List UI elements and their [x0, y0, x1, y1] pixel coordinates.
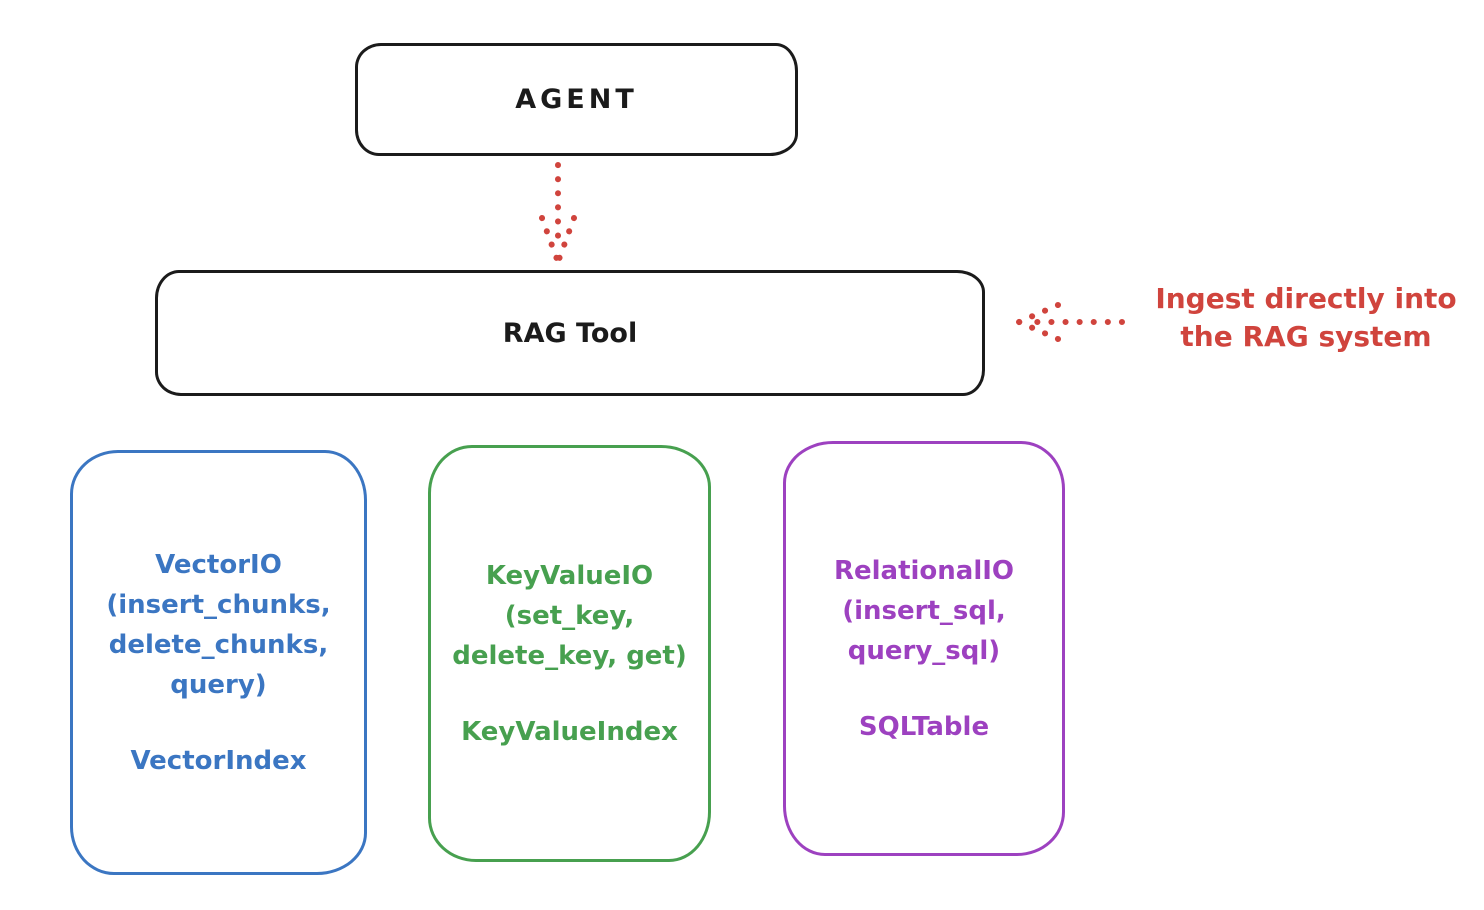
relational-io-title: RelationalIO (insert_sql, query_sql): [833, 555, 1015, 666]
sql-table-label: SQLTable: [858, 711, 990, 742]
ingest-annotation: Ingest directly into the RAG system: [1155, 282, 1457, 353]
ingest-arrow-icon: [1016, 302, 1125, 342]
vector-io-node: VectorIO (insert_chunks, delete_chunks, …: [70, 450, 367, 875]
rag-tool-label: RAG Tool: [502, 317, 638, 349]
vector-io-title: VectorIO (insert_chunks, delete_chunks, …: [106, 549, 331, 700]
rag-tool-node: RAG Tool: [155, 270, 985, 396]
agent-label: AGENT: [515, 84, 638, 115]
keyvalue-io-node: KeyValueIO (set_key, delete_key, get) Ke…: [428, 445, 711, 862]
vector-index-label: VectorIndex: [130, 745, 307, 776]
keyvalue-index-label: KeyValueIndex: [461, 716, 678, 747]
agent-to-ragtool-arrow-icon: [539, 162, 577, 265]
agent-node: AGENT: [355, 43, 798, 156]
relational-io-node: RelationalIO (insert_sql, query_sql) SQL…: [783, 441, 1065, 856]
keyvalue-io-title: KeyValueIO (set_key, delete_key, get): [452, 560, 687, 671]
